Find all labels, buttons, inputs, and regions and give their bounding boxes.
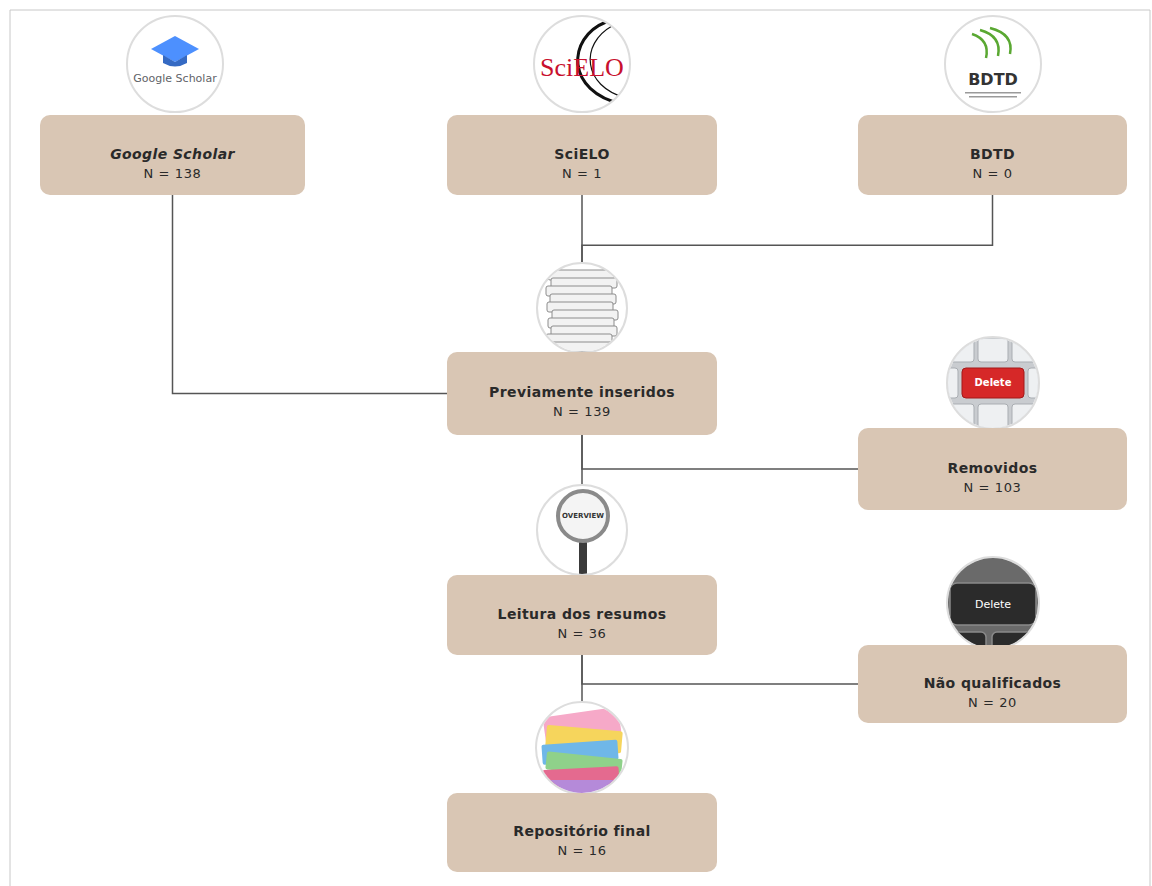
logo-text: SciELO [540, 55, 624, 81]
logo-text: Google Scholar [133, 73, 216, 84]
box-title: BDTD [970, 146, 1015, 162]
box-title: Google Scholar [110, 146, 235, 162]
key-text: Delete [975, 599, 1011, 610]
box-count: N = 139 [553, 404, 611, 419]
process-box: BDTD N = 0 [858, 115, 1127, 195]
process-box: Não qualificados N = 20 [858, 645, 1127, 723]
box-count: N = 103 [964, 480, 1022, 495]
process-box: Google Scholar N = 138 [40, 115, 305, 195]
box-title: SciELO [554, 146, 609, 162]
box-count: N = 1 [562, 166, 602, 181]
google-scholar-logo [127, 16, 223, 112]
key-text: Delete [975, 378, 1012, 388]
box-title: Removidos [948, 460, 1038, 476]
box-title: Repositório final [513, 823, 650, 839]
process-box: Previamente inseridos N = 139 [447, 352, 717, 435]
box-title: Leitura dos resumos [498, 606, 667, 622]
box-count: N = 0 [972, 166, 1012, 181]
magnifier-icon [537, 485, 627, 575]
box-count: N = 20 [968, 695, 1017, 710]
box-count: N = 16 [557, 843, 606, 858]
connector [173, 195, 448, 394]
scielo-logo [534, 16, 630, 112]
paper-stack-icon [537, 263, 627, 353]
folders-icon [536, 702, 628, 796]
bdtd-logo [945, 16, 1041, 112]
lens-text: OVERVIEW [562, 513, 604, 520]
frame-line [10, 10, 1150, 886]
connector [582, 195, 993, 352]
process-box: SciELO N = 1 [447, 115, 717, 195]
box-count: N = 138 [144, 166, 202, 181]
box-title: Não qualificados [924, 675, 1062, 691]
process-box: Removidos N = 103 [858, 428, 1127, 510]
box-title: Previamente inseridos [489, 384, 675, 400]
connector [582, 655, 858, 684]
box-count: N = 36 [557, 626, 606, 641]
logo-text: BDTD [968, 72, 1018, 88]
process-box: Repositório final N = 16 [447, 793, 717, 872]
connector [582, 435, 858, 469]
process-box: Leitura dos resumos N = 36 [447, 575, 717, 655]
keyboard-icon [930, 330, 1056, 440]
